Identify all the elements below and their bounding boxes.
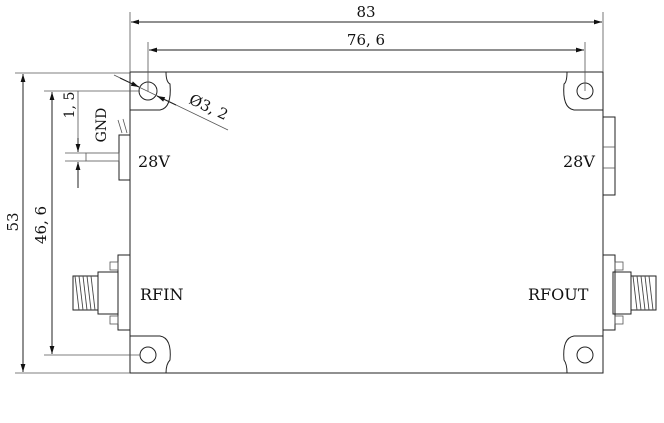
rf-out-label: RFOUT xyxy=(528,285,589,304)
mounting-hole-bottom-left xyxy=(139,346,157,364)
power-label-left: 28V xyxy=(138,152,170,171)
dimension-height-total: 53 xyxy=(4,72,130,374)
power-connector-right xyxy=(602,116,616,196)
rf-in-label: RFIN xyxy=(140,285,183,304)
dimension-width-total: 83 xyxy=(129,3,604,72)
dimension-hole-spacing-x: 76, 6 xyxy=(147,31,586,91)
power-pin-left xyxy=(85,118,131,181)
dimension-hole-spacing-y: 46, 6 xyxy=(32,90,140,356)
svg-text:83: 83 xyxy=(356,3,375,21)
mounting-hole-bottom-right xyxy=(576,346,594,364)
dimension-pin-offset: 1, 5 xyxy=(62,91,86,188)
svg-text:46, 6: 46, 6 xyxy=(32,206,50,244)
svg-text:76, 6: 76, 6 xyxy=(347,31,385,49)
svg-text:1, 5: 1, 5 xyxy=(62,92,78,119)
sma-connector-rfin xyxy=(72,254,131,331)
gnd-label: GND xyxy=(94,108,110,143)
svg-text:53: 53 xyxy=(4,212,22,231)
power-label-right: 28V xyxy=(563,152,595,171)
sma-connector-rfout xyxy=(602,254,657,331)
svg-text:Ø3, 2: Ø3, 2 xyxy=(186,90,231,124)
dimension-hole-diameter: Ø3, 2 xyxy=(113,74,231,131)
